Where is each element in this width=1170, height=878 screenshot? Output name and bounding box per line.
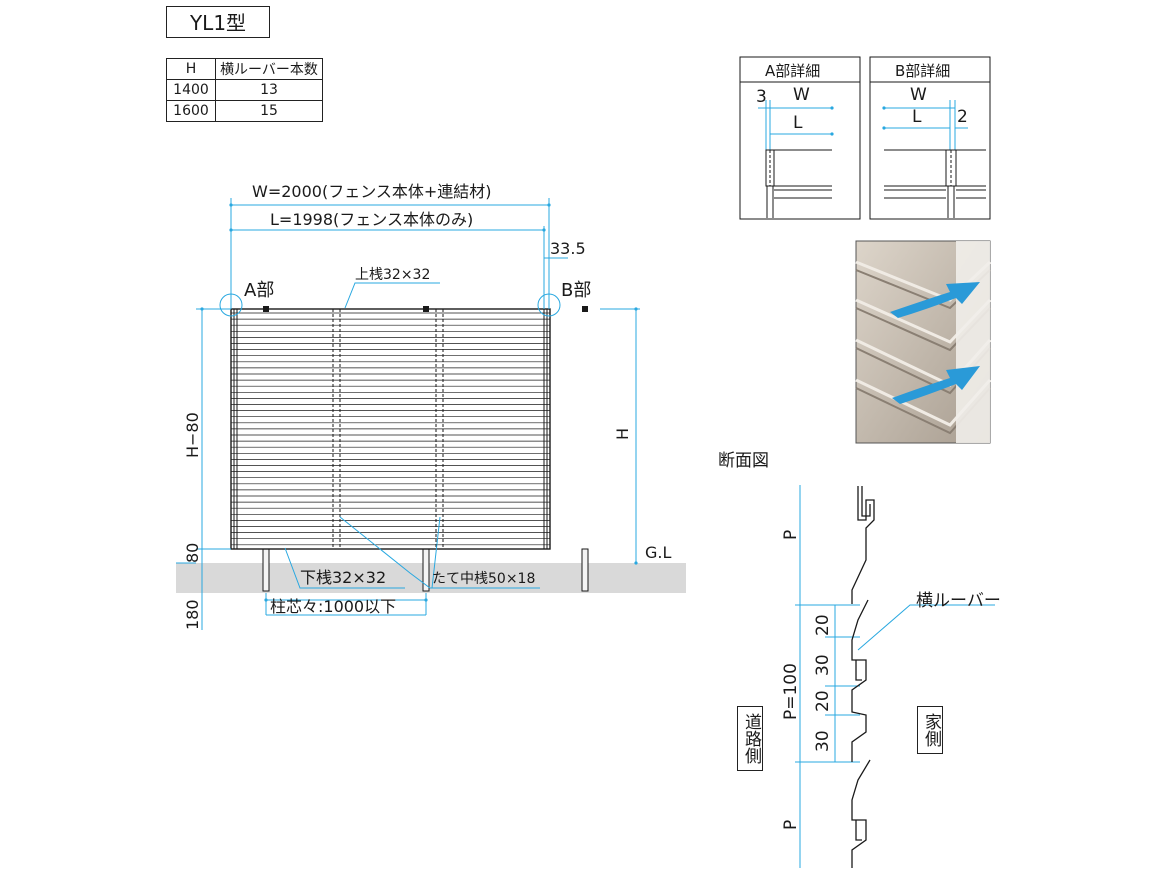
section-p-total: P=100	[781, 663, 801, 720]
mid-post-label: たて中桟50×18	[432, 571, 535, 587]
road-side-label: 道路側	[737, 706, 763, 771]
section-dim-20-b: 20	[813, 690, 833, 712]
section-title: 断面図	[718, 451, 769, 471]
detail-b-2: 2	[957, 107, 968, 127]
detail-a-l: L	[793, 113, 803, 133]
section-p-top: P	[781, 530, 801, 540]
section-diagram: 断面図 P P P=100 20 30 20 30	[718, 451, 1001, 868]
detail-b-w: W	[910, 85, 927, 105]
elevation-labels: W=2000(フェンス本体+連結材) L=1998(フェンス本体のみ) 33.5…	[183, 182, 671, 630]
detail-a-w: W	[793, 85, 810, 105]
l-dimension-label: L=1998(フェンス本体のみ)	[270, 210, 473, 229]
table-row: 1600 15	[166, 100, 323, 122]
part-a-label: A部	[244, 280, 274, 301]
part-b-label: B部	[561, 280, 591, 301]
section-dim-30-a: 30	[813, 654, 833, 676]
top-rail-label: 上桟32×32	[355, 267, 430, 283]
h-minus-label: H−80	[183, 412, 202, 458]
gap-80-label: 80	[183, 543, 202, 563]
detail-a-3: 3	[756, 87, 767, 107]
offset-label: 33.5	[550, 239, 586, 258]
table-cell: 15	[215, 100, 323, 122]
bottom-rail-label: 下桟32×32	[300, 568, 386, 587]
detail-b-title: B部詳細	[895, 62, 950, 80]
section-p-bottom: P	[781, 820, 801, 830]
detail-b-l: L	[912, 107, 922, 127]
detail-b: B部詳細 W L 2	[869, 56, 991, 220]
ground-label: G.L	[645, 543, 671, 562]
embed-180-label: 180	[183, 599, 202, 630]
louver-photo	[855, 240, 992, 444]
table-cell: 13	[215, 79, 323, 101]
detail-a: A部詳細 3 W L	[739, 56, 861, 220]
w-dimension-label: W=2000(フェンス本体+連結材)	[252, 182, 492, 201]
fence-elevation	[176, 293, 686, 593]
section-dim-30-b: 30	[813, 730, 833, 752]
section-dim-20-a: 20	[813, 614, 833, 636]
airflow-arrow-icon	[890, 282, 980, 404]
h-label: H	[613, 428, 632, 440]
house-side-label: 家側	[917, 706, 943, 754]
table-row: 1400 13	[166, 79, 323, 101]
louver-count-table: H 横ルーバー本数 1400 13 1600 15	[166, 58, 323, 122]
louver-label: 横ルーバー	[916, 591, 1001, 611]
table-cell: 1600	[166, 100, 216, 122]
post-caps	[263, 306, 588, 312]
elevation-dimensions	[176, 198, 640, 630]
post-pitch-label: 柱芯々:1000以下	[270, 597, 396, 616]
model-title: YL1型	[166, 6, 270, 38]
vertical-stiles	[233, 309, 548, 549]
detail-a-title: A部詳細	[765, 62, 820, 80]
louver-lines	[231, 312, 550, 546]
